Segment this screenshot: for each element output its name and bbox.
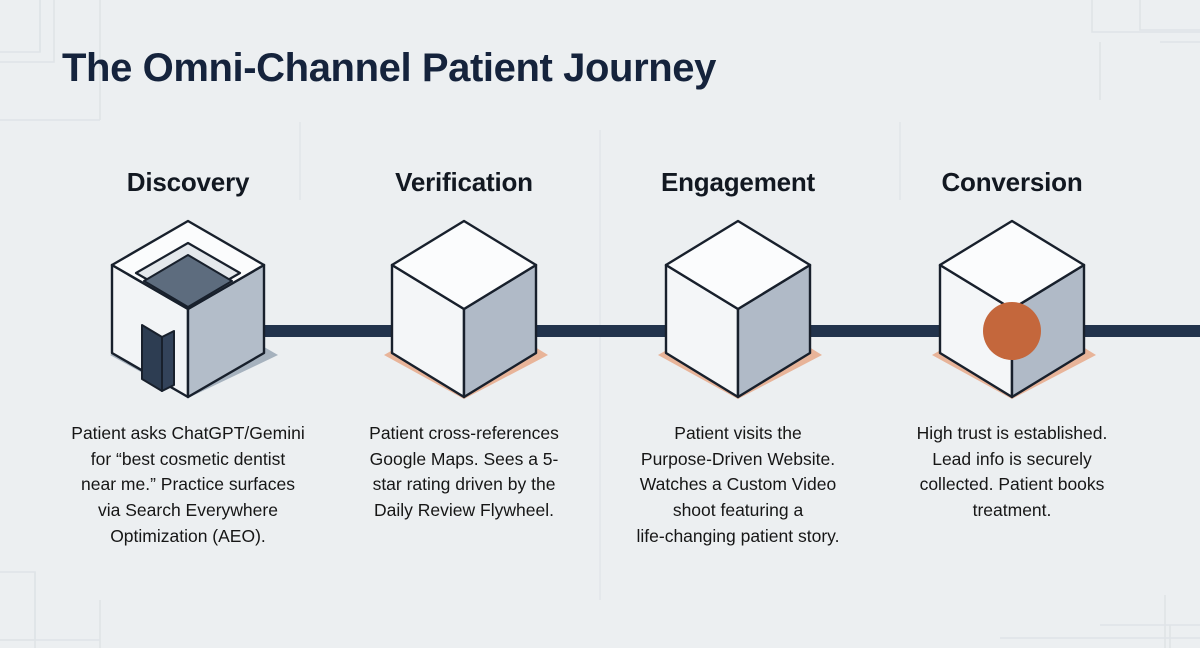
page-title: The Omni-Channel Patient Journey — [62, 46, 716, 90]
journey-diagram: Discovery Patient asks ChatG — [0, 165, 1200, 605]
stage-caption-conversion: High trust is established. Lead info is … — [916, 423, 1108, 521]
stage-conversion[interactable]: Conversion High trust is established. Le… — [874, 165, 1150, 524]
stage-label-discovery: Discovery — [126, 167, 250, 197]
isometric-cube-icon — [600, 213, 876, 413]
stage-verification[interactable]: Verification Patient cross-references Go… — [326, 165, 602, 524]
conversion-node-dot — [983, 302, 1041, 360]
open-box-with-doorway-icon — [50, 213, 326, 413]
stage-caption-discovery: Patient asks ChatGPT/Gemini for “best co… — [71, 423, 305, 546]
stage-engagement[interactable]: Engagement Patient visits the Purpose-Dr… — [600, 165, 876, 550]
isometric-cube-icon — [326, 213, 602, 413]
stage-label-verification: Verification — [395, 167, 533, 197]
stage-label-conversion: Conversion — [941, 167, 1083, 197]
stage-discovery[interactable]: Discovery Patient asks ChatG — [50, 165, 326, 550]
stage-caption-engagement: Patient visits the Purpose-Driven Websit… — [636, 423, 840, 546]
stage-caption-verification: Patient cross-references Google Maps. Se… — [369, 423, 559, 521]
stage-label-engagement: Engagement — [660, 167, 816, 197]
isometric-cube-with-node-icon — [874, 213, 1150, 413]
